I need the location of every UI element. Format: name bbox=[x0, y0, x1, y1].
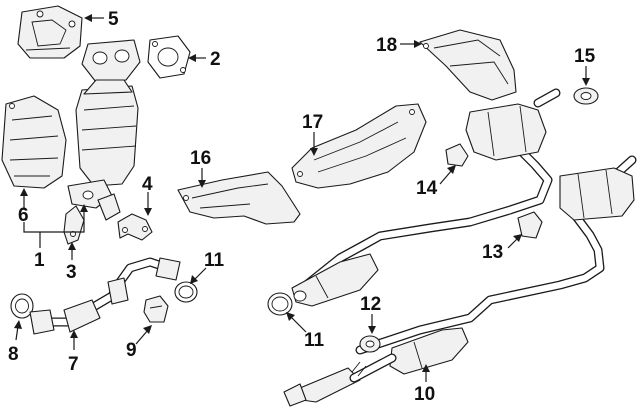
callout-2: 2 bbox=[210, 49, 221, 70]
catalytic-converter-manifold-part-1 bbox=[67, 39, 141, 221]
stay-bracket-part-4 bbox=[117, 213, 153, 241]
callout-6: 6 bbox=[18, 205, 29, 226]
gasket-part-8 bbox=[10, 293, 34, 319]
hanger-part-13 bbox=[517, 211, 543, 239]
hanger-part-14 bbox=[445, 143, 469, 167]
gasket-part-11-lower bbox=[267, 292, 293, 316]
hanger-bracket-part-9 bbox=[143, 295, 169, 323]
mid-pipe-part-10 bbox=[283, 327, 469, 407]
rubber-mount-part-15 bbox=[573, 87, 599, 105]
center-heat-shield-part-17 bbox=[291, 103, 427, 189]
callout-leaders bbox=[14, 14, 590, 382]
callout-labels: 5 2 6 1 3 4 16 17 18 15 14 13 11 11 12 8… bbox=[8, 9, 596, 405]
callout-16: 16 bbox=[190, 148, 211, 169]
callout-18: 18 bbox=[376, 35, 397, 56]
callout-5: 5 bbox=[108, 9, 119, 30]
callout-11-upper: 11 bbox=[204, 250, 225, 271]
heat-shield-part-16 bbox=[177, 171, 301, 225]
callout-13: 13 bbox=[482, 242, 503, 263]
manifold-heat-shield-part-6 bbox=[1, 95, 67, 189]
upper-heat-shield-part-5 bbox=[17, 5, 83, 59]
callout-9: 9 bbox=[126, 340, 137, 361]
callout-17: 17 bbox=[302, 112, 323, 133]
gasket-part-11-upper bbox=[174, 281, 198, 303]
muffler-right bbox=[559, 167, 635, 221]
callout-4: 4 bbox=[142, 174, 153, 195]
rear-heat-shield-part-18 bbox=[419, 29, 517, 101]
front-pipe-part-7 bbox=[29, 257, 181, 335]
callout-14: 14 bbox=[416, 178, 438, 199]
callout-8: 8 bbox=[8, 344, 19, 365]
manifold-gasket-part-2 bbox=[147, 35, 191, 79]
center-resonator bbox=[291, 253, 379, 307]
mount-part-12 bbox=[359, 335, 381, 353]
callout-10: 10 bbox=[414, 384, 435, 405]
callout-7: 7 bbox=[68, 354, 79, 375]
callout-1: 1 bbox=[34, 250, 45, 271]
muffler-upper bbox=[465, 103, 547, 161]
callout-11-lower: 11 bbox=[304, 330, 325, 351]
callout-15: 15 bbox=[574, 46, 596, 67]
callout-3: 3 bbox=[66, 262, 77, 283]
callout-12: 12 bbox=[360, 294, 381, 315]
